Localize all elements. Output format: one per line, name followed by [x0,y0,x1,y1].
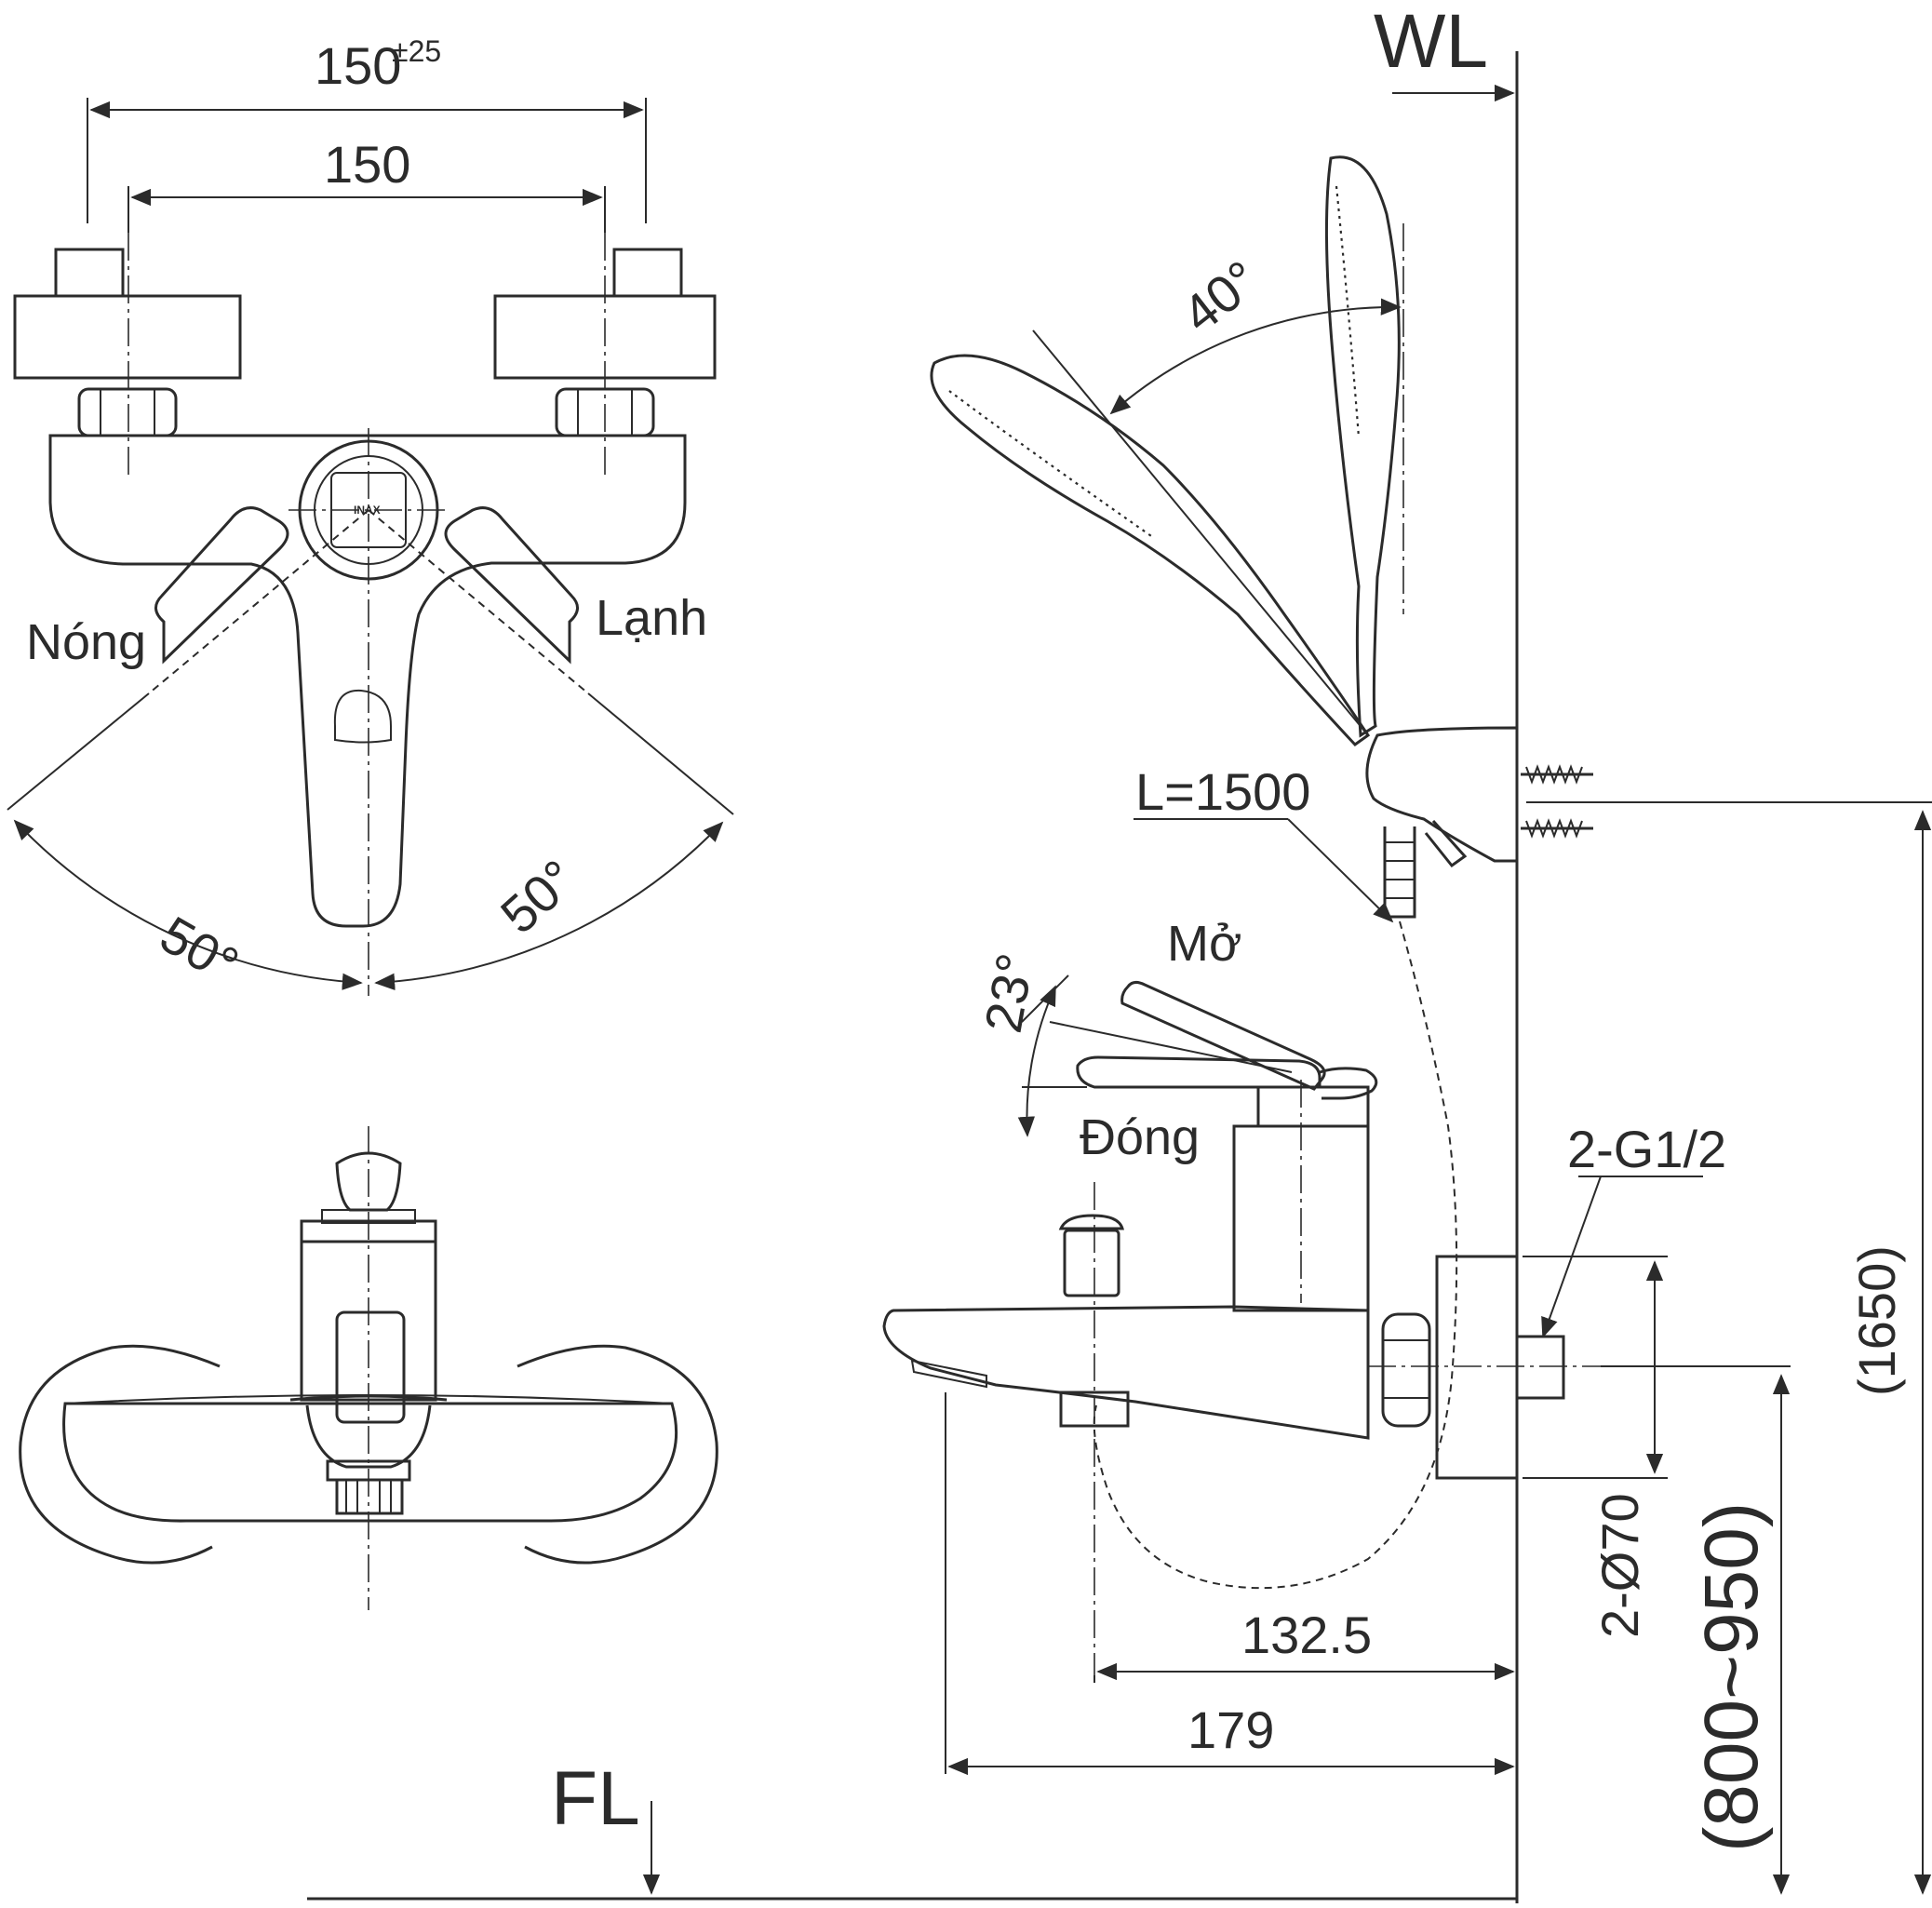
side-view: WL FL 40° [307,0,1932,1903]
left-inlet-nipple [54,248,125,298]
wall-screw-top [1521,764,1593,785]
top-view: INAX 150 ±25 150 Nóng Lạnh 50° 50° [7,34,734,996]
angle-cold: 50° [490,848,587,944]
wall-screw-bottom [1521,818,1593,839]
shower-head-tilted [930,354,1371,746]
left-union-nut [77,387,178,437]
left-flange-front [19,1344,221,1565]
mixer-body-front [62,1402,678,1523]
dim-mount-height: (800~950) [1689,1502,1774,1852]
hose-swivel [1424,819,1468,868]
spout-front [335,1310,406,1424]
inlet-pipe-side [1515,1335,1565,1400]
spout-outlet-top [333,689,392,744]
lever-closed-position [1076,1055,1322,1089]
cold-angle-arc [374,821,724,990]
label-floor-line: FL [551,1756,640,1841]
label-wall-line: WL [1374,0,1488,84]
dim-150: 150 [324,135,410,194]
dim-150-tolerance: 150 [315,36,401,95]
shower-holder-bracket [1365,726,1519,863]
right-flange-front [517,1344,718,1565]
shower-hose [1093,920,1458,1590]
dim-depth-spout: 179 [1187,1700,1274,1759]
hose-connector [1383,826,1416,919]
shower-head-parked [1324,155,1401,738]
diverter-outlet-side [1059,1391,1130,1428]
handle-cold-position [444,506,579,665]
aerator-side [910,1359,987,1389]
right-inlet-nipple [612,248,683,298]
dim-150-tolerance-sup: ±25 [392,34,441,68]
label-cold: Lạnh [596,590,707,646]
label-hot: Nóng [26,614,146,670]
dim-shower-holder-height: (1650) [1847,1245,1906,1396]
label-open: Mở [1167,916,1241,972]
handle-hot-position [154,506,289,665]
union-nut-side [1381,1312,1431,1428]
front-view [19,1126,718,1610]
brand-mark: INAX [354,504,381,517]
escutcheon-side [1435,1255,1519,1480]
diverter-outlet-front [335,1478,404,1515]
shower-angle-arc [1109,298,1402,415]
dim-depth-handle: 132.5 [1241,1606,1372,1664]
lever-angle-arc [1017,985,1056,1137]
lever-body-front [300,1240,437,1402]
angle-lever: 23° [973,949,1045,1037]
lever-knob-front [335,1151,402,1212]
label-close: Đóng [1080,1109,1200,1165]
diverter-knob-side [1063,1229,1120,1297]
hot-angle-arc [13,819,363,990]
left-escutcheon [13,294,242,380]
lever-collar-side [1256,1085,1370,1128]
dim-flange-diameter: 2-Ø70 [1590,1493,1649,1638]
spout-side [882,1305,1370,1440]
lever-open-position [1120,980,1326,1091]
angle-hot: 50° [151,905,248,995]
dim-inlet-thread: 2-G1/2 [1567,1120,1726,1178]
dim-hose-length: L=1500 [1135,762,1310,821]
